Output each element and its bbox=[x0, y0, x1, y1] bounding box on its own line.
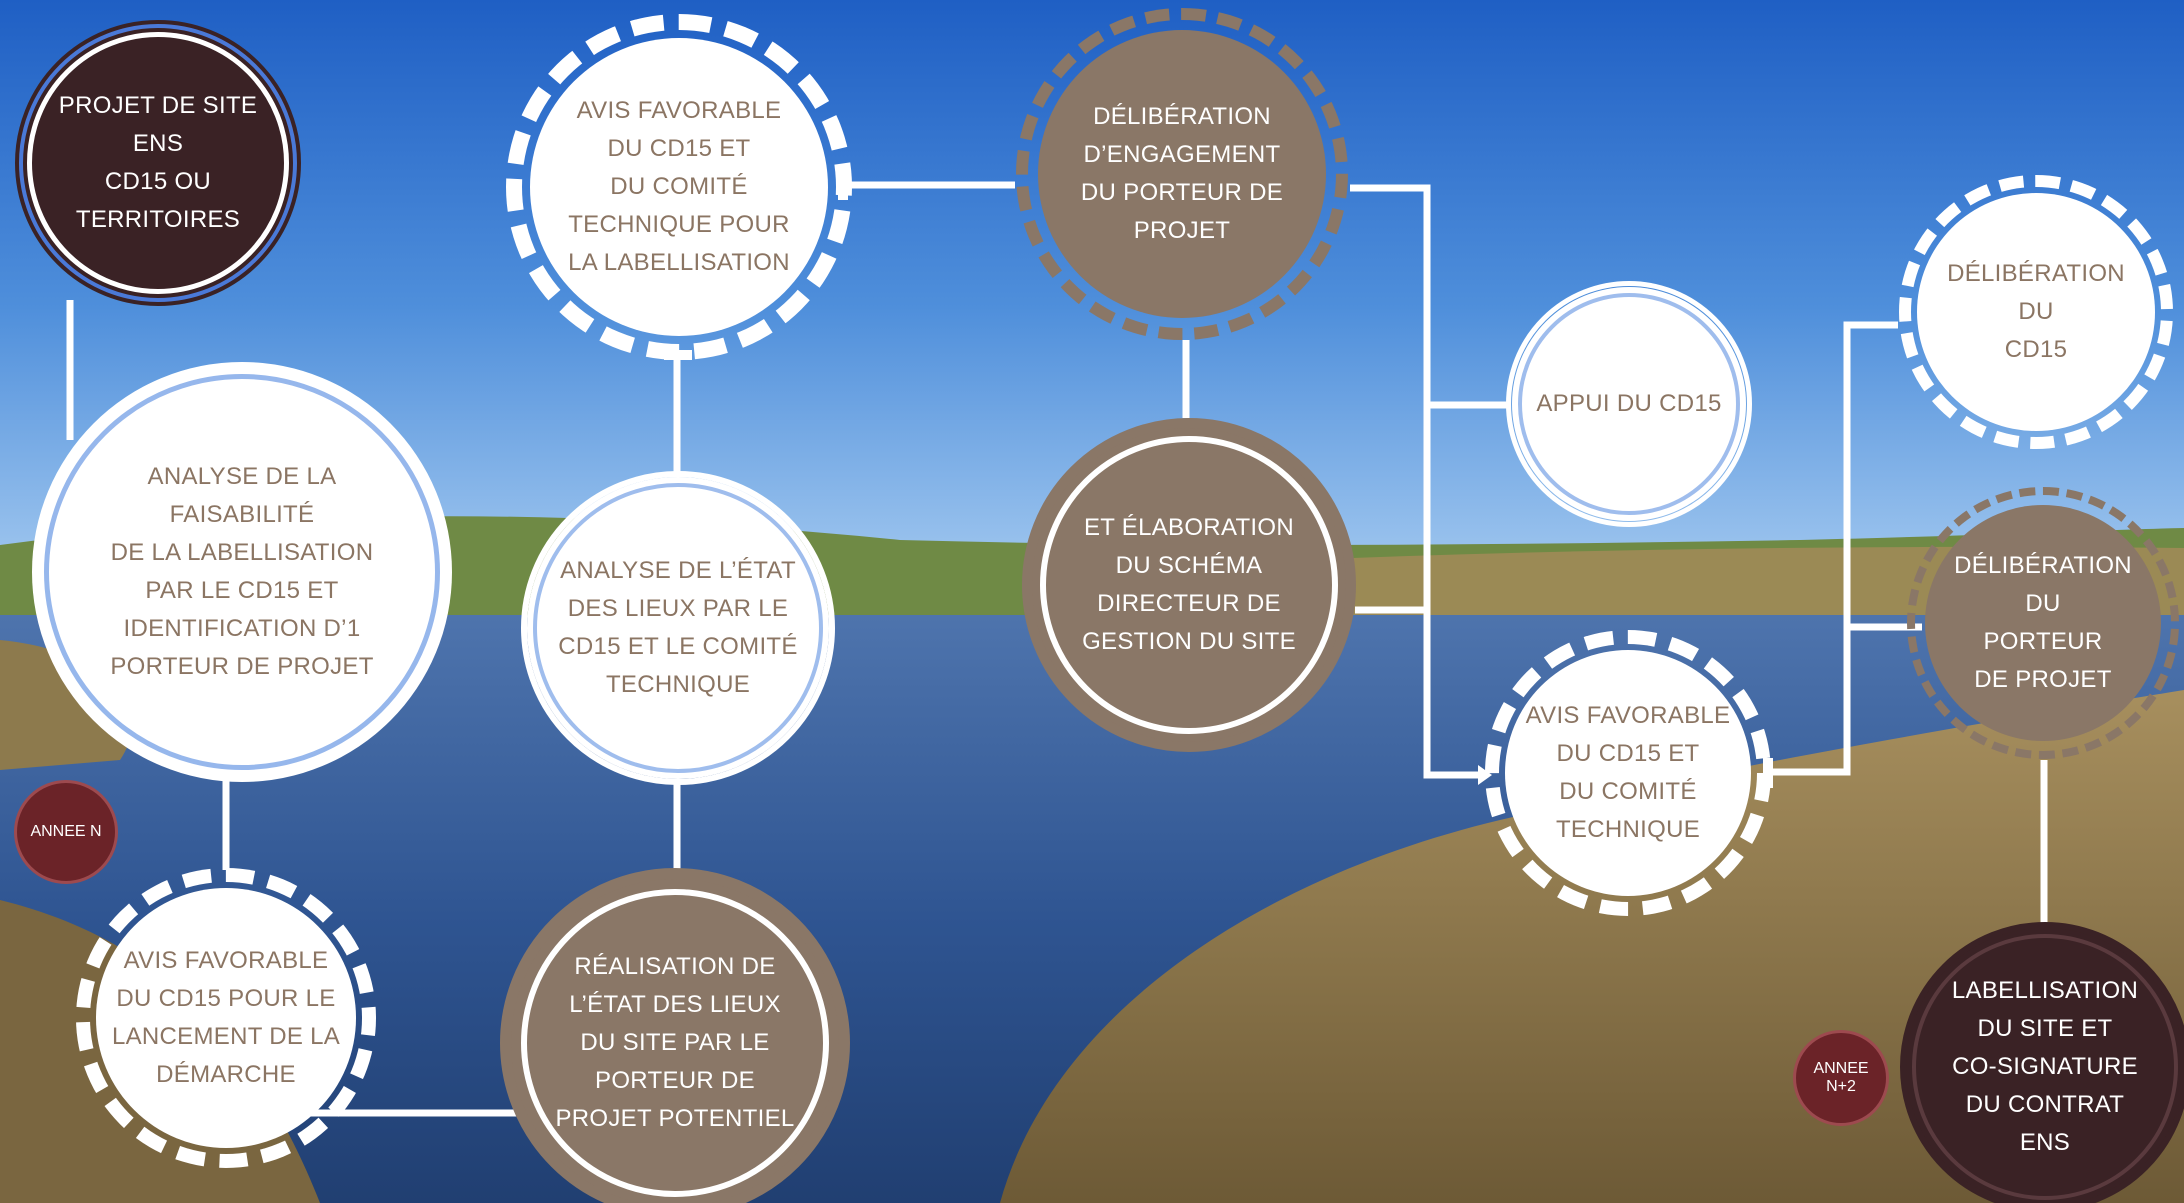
badge-label: ANNEE N bbox=[30, 823, 102, 840]
node-label: RÉALISATION DE L’ÉTAT DES LIEUX DU SITE … bbox=[555, 953, 795, 1132]
node-deliberation-engagement: DÉLIBÉRATION D’ENGAGEMENT DU PORTEUR DE … bbox=[1016, 8, 1348, 340]
node-label: DÉLIBÉRATION DU PORTEUR DE PROJET bbox=[1954, 552, 2132, 693]
node-realisation-etat: RÉALISATION DE L’ÉTAT DES LIEUX DU SITE … bbox=[500, 868, 850, 1203]
node-labellisation-site: LABELLISATION DU SITE ET CO-SIGNATURE DU… bbox=[1900, 922, 2184, 1203]
node-projet-site: PROJET DE SITE ENS CD15 OU TERRITOIRES bbox=[15, 20, 301, 306]
node-deliberation-cd15: DÉLIBÉRATION DU CD15 bbox=[1899, 175, 2173, 449]
node-analyse-etat: ANALYSE DE L’ÉTAT DES LIEUX PAR LE CD15 … bbox=[521, 471, 835, 785]
connector bbox=[1765, 321, 1898, 776]
node-label: AVIS FAVORABLE DU CD15 ET DU COMITÉ TECH… bbox=[568, 97, 790, 276]
node-avis-labellisation: AVIS FAVORABLE DU CD15 ET DU COMITÉ TECH… bbox=[506, 14, 852, 360]
node-avis-comite: AVIS FAVORABLE DU CD15 ET DU COMITÉ TECH… bbox=[1485, 630, 1771, 916]
badge-annee-n: ANNEE N bbox=[14, 780, 118, 884]
node-label: AVIS FAVORABLE DU CD15 POUR LE LANCEMENT… bbox=[111, 947, 341, 1088]
connector bbox=[1350, 184, 1487, 779]
node-elaboration-schema: ET ÉLABORATION DU SCHÉMA DIRECTEUR DE GE… bbox=[1022, 418, 1356, 752]
node-label: ANALYSE DE L’ÉTAT DES LIEUX PAR LE CD15 … bbox=[558, 557, 798, 698]
badge-annee-n2: ANNEE N+2 bbox=[1793, 1030, 1889, 1126]
node-label: LABELLISATION DU SITE ET CO-SIGNATURE DU… bbox=[1951, 977, 2139, 1156]
badge-label: ANNEE N+2 bbox=[1813, 1060, 1869, 1095]
node-label: APPUI DU CD15 bbox=[1536, 390, 1722, 417]
node-deliberation-porteur: DÉLIBÉRATION DU PORTEUR DE PROJET bbox=[1907, 487, 2179, 759]
node-label: PROJET DE SITE ENS CD15 OU TERRITOIRES bbox=[58, 92, 258, 233]
node-analyse-faisabilite: ANALYSE DE LA FAISABILITÉ DE LA LABELLIS… bbox=[32, 362, 452, 782]
node-label: ET ÉLABORATION DU SCHÉMA DIRECTEUR DE GE… bbox=[1082, 514, 1296, 655]
node-label: ANALYSE DE LA FAISABILITÉ DE LA LABELLIS… bbox=[110, 463, 374, 680]
node-avis-lancement: AVIS FAVORABLE DU CD15 POUR LE LANCEMENT… bbox=[76, 868, 376, 1168]
node-label: DÉLIBÉRATION DU CD15 bbox=[1947, 260, 2125, 363]
node-label: DÉLIBÉRATION D’ENGAGEMENT DU PORTEUR DE … bbox=[1080, 103, 1284, 244]
node-appui-cd15: APPUI DU CD15 bbox=[1506, 281, 1752, 527]
node-label: AVIS FAVORABLE DU CD15 ET DU COMITÉ TECH… bbox=[1525, 702, 1731, 843]
